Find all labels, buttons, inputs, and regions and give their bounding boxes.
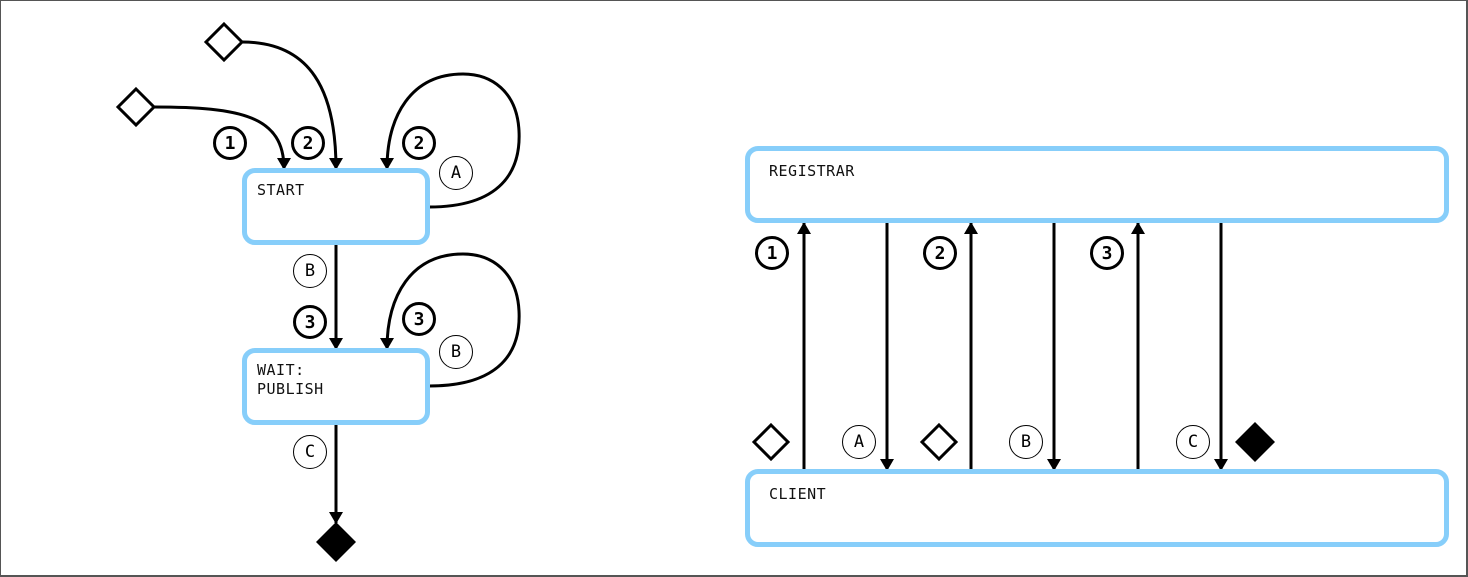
event-badge-c: C bbox=[293, 435, 327, 469]
seq-step-badge-3: 3 bbox=[1090, 236, 1124, 270]
step-badge-2: 2 bbox=[291, 126, 325, 160]
initial-diamond-1 bbox=[115, 86, 157, 128]
state-start-label: START bbox=[257, 181, 305, 199]
transition-init1-to-start bbox=[153, 105, 291, 170]
seq-event-badge-c: C bbox=[1176, 425, 1210, 459]
initial-diamond-2 bbox=[203, 21, 245, 63]
seq-step-badge-2: 2 bbox=[923, 236, 957, 270]
state-start[interactable]: START bbox=[242, 168, 430, 245]
transition-init2-to-start bbox=[241, 40, 343, 170]
step-badge-3-loop: 3 bbox=[402, 302, 436, 336]
sequence-diamond-1 bbox=[751, 422, 791, 462]
seq-event-badge-a: A bbox=[842, 425, 876, 459]
participant-client-label: CLIENT bbox=[769, 485, 827, 503]
seq-step-badge-1: 1 bbox=[755, 236, 789, 270]
participant-registrar[interactable]: REGISTRAR bbox=[745, 146, 1449, 223]
state-wait-publish[interactable]: WAIT: PUBLISH bbox=[242, 348, 430, 425]
sequence-final-diamond bbox=[1235, 422, 1275, 462]
transition-start-self-loop bbox=[380, 72, 521, 209]
step-badge-2-loop: 2 bbox=[402, 126, 436, 160]
participant-registrar-label: REGISTRAR bbox=[769, 162, 855, 180]
event-badge-b: B bbox=[293, 254, 327, 288]
step-badge-3: 3 bbox=[293, 305, 327, 339]
sequence-diamond-2 bbox=[919, 422, 959, 462]
event-badge-a: A bbox=[439, 156, 473, 190]
seq-event-badge-b: B bbox=[1009, 425, 1043, 459]
step-badge-1: 1 bbox=[213, 126, 247, 160]
final-diamond bbox=[316, 522, 356, 562]
transition-wait-self-loop bbox=[380, 252, 521, 388]
participant-client[interactable]: CLIENT bbox=[745, 469, 1449, 547]
state-wait-publish-label: WAIT: PUBLISH bbox=[257, 361, 324, 398]
event-badge-b-loop: B bbox=[439, 335, 473, 369]
